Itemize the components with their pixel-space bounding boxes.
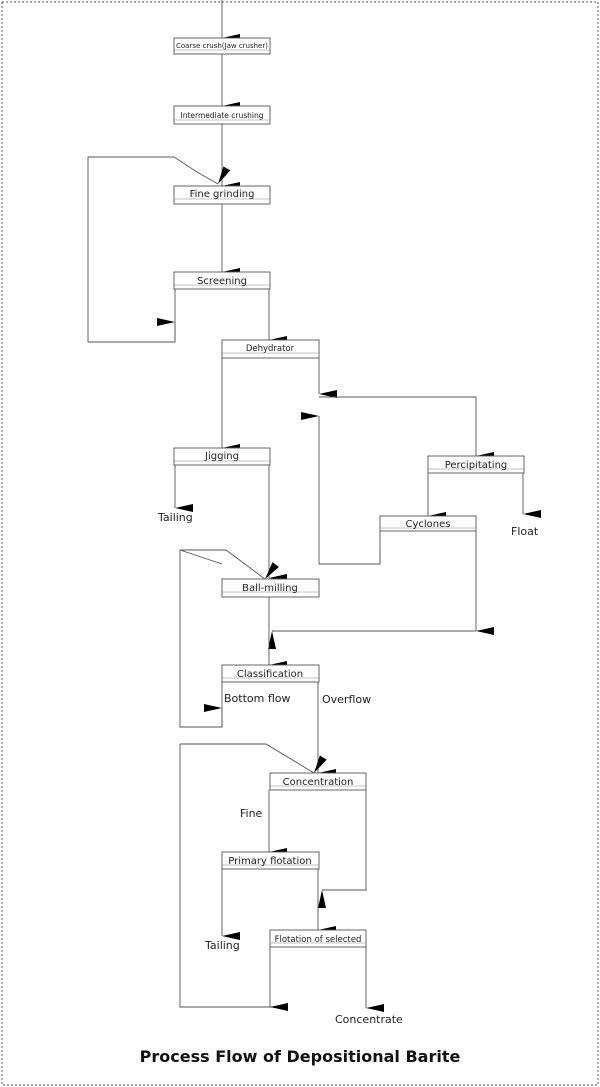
process-box-coarse: Coarse crush(Jaw crusher) [173,37,271,55]
process-box-cyclones: Cyclones [379,515,477,532]
step-label: Classification [237,669,303,680]
step-label: Fine grinding [190,189,255,200]
recycle-concentration-loop [179,743,327,1008]
label-concentrate: Concentrate [335,1013,403,1026]
process-box-intermediate: Intermediate crushing [173,105,271,125]
step-label: Flotation of selected [275,935,362,945]
arrow-concentration-return [318,790,367,908]
recycle-screening-loop [87,156,176,343]
step-label: Jigging [204,451,239,462]
process-box-flotation-selected: Flotation of selected [269,929,367,948]
process-box-percipitating: Percipitating [427,455,525,474]
step-label: Coarse crush(Jaw crusher) [176,42,268,50]
label-overflow: Overflow [322,693,371,706]
recycle-classification-loop [179,549,223,728]
arrow-to-percipitating [319,396,494,460]
step-label: Percipitating [445,460,508,471]
diagram-title: Process Flow of Depositional Barite [140,1047,461,1066]
step-label: Screening [197,276,247,287]
arrow-recycle-ballmill [180,549,279,580]
label-bottom-flow: Bottom flow [224,692,291,705]
connectors [87,0,541,1012]
process-box-classification: Classification [221,664,320,683]
step-label: Ball-milling [242,583,298,594]
process-box-primary-flotation: Primary flotation [221,851,320,870]
process-box-fine-grinding: Fine grinding [173,185,271,205]
step-label: Primary flotation [228,856,311,867]
label-tailing-primary: Tailing [204,939,240,952]
arrow-recycle-fine [173,156,231,185]
step-label: Dehydrator [246,344,295,354]
process-box-ball-milling: Ball-milling [221,578,320,598]
process-box-dehydrator: Dehydrator [221,339,320,359]
process-box-concentration: Concentration [269,772,367,791]
step-label: Intermediate crushing [181,111,264,120]
label-float: Float [511,525,539,538]
label-fine: Fine [240,807,263,820]
process-box-jigging: Jigging [173,447,271,466]
label-tailing-jigging: Tailing [157,511,193,524]
process-box-screening: Screening [173,271,271,290]
arrow-cyclones-return [301,412,381,565]
step-label: Cyclones [406,519,451,530]
step-label: Concentration [283,777,354,788]
